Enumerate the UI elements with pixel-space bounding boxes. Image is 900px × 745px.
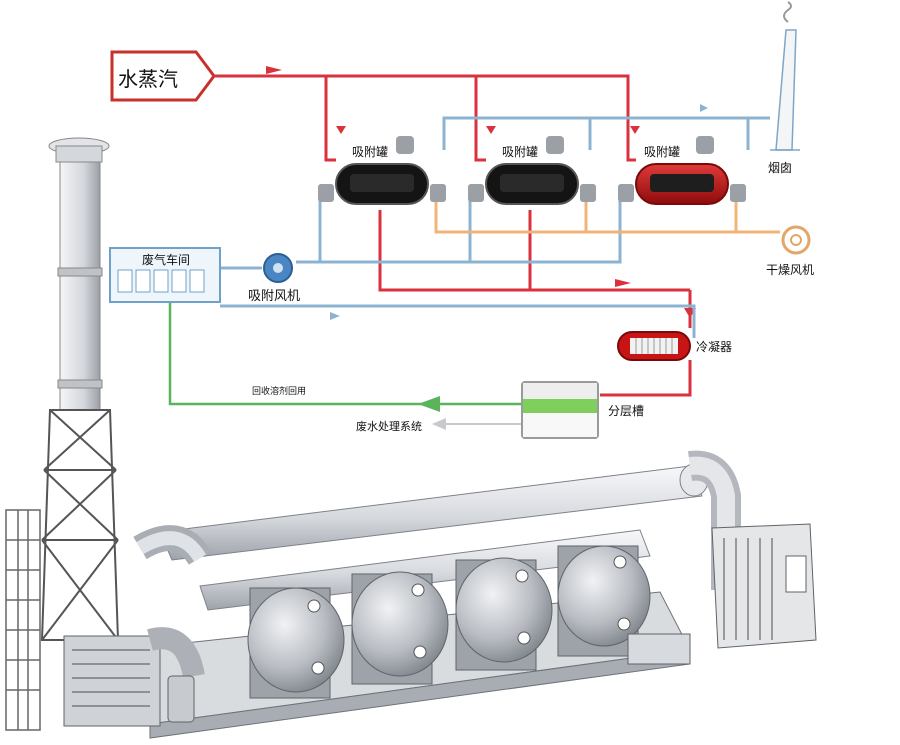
equipment-upper-duct	[159, 450, 741, 590]
condenser: 冷凝器	[617, 331, 732, 361]
equipment-chimney	[5, 137, 120, 731]
steam-label: 水蒸汽	[118, 67, 178, 91]
adsorption-fan-label: 吸附风机	[248, 289, 300, 304]
drying-fan-label: 干燥风机	[766, 263, 814, 277]
recovery-line	[168, 302, 522, 406]
workshop-label: 废气车间	[142, 252, 190, 267]
equipment-aux-units	[167, 633, 691, 723]
drying-fan: 干燥风机	[766, 225, 814, 277]
adsorber-1-label: 吸附罐	[352, 145, 388, 159]
adsorber-3-label: 吸附罐	[644, 145, 680, 159]
condenser-label: 冷凝器	[696, 339, 732, 354]
separator-label: 分层槽	[608, 404, 644, 418]
equipment-adsorber-vessels	[247, 545, 651, 699]
air-flow-arrows	[330, 104, 708, 320]
adsorber-2-label: 吸附罐	[502, 145, 538, 159]
adsorber-tank-2: 吸附罐	[468, 136, 596, 205]
adsorber-tank-3: 吸附罐	[618, 136, 746, 205]
wastewater-label: 废水处理系统	[356, 419, 422, 433]
wastewater-arrow	[432, 418, 446, 430]
drying-lines	[434, 200, 780, 234]
separator-tank: 分层槽	[521, 381, 644, 439]
adsorber-tank-1: 吸附罐	[318, 136, 446, 205]
chimney-label: 烟囱	[768, 161, 792, 175]
air-lines	[220, 116, 770, 338]
adsorption-fan: 吸附风机	[248, 253, 300, 304]
equipment-fan-housing	[63, 627, 205, 727]
equipment-control-cabinet	[711, 523, 817, 649]
recovery-arrow	[418, 396, 440, 412]
recovery-label: 回收溶剂回用	[252, 385, 306, 397]
chimney: 烟囱	[768, 1, 800, 175]
steam-inlet-tag: 水蒸汽	[110, 50, 216, 102]
equipment-rendering	[5, 137, 817, 739]
workshop: 废气车间	[109, 247, 221, 303]
